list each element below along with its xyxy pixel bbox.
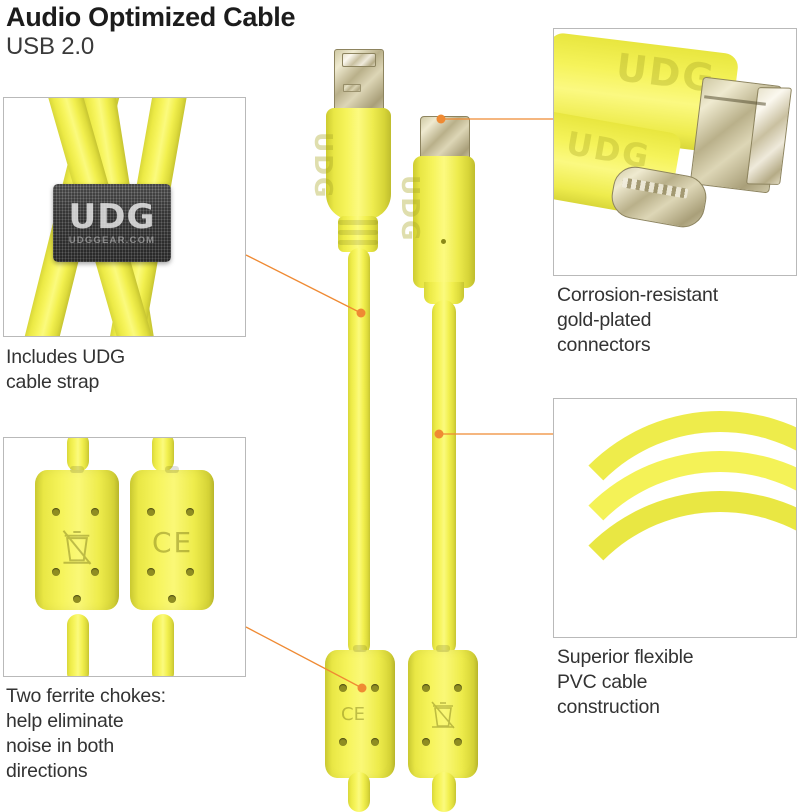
- page-subtitle: USB 2.0: [6, 33, 94, 60]
- ferrite-lead-top-right: [152, 438, 174, 472]
- usb-b-strain-relief-rib-1: [338, 220, 378, 225]
- caption-cable-strap: Includes UDG cable strap: [6, 346, 125, 393]
- panel-ferrite-chokes-image: CE: [4, 438, 245, 676]
- page-title: Audio Optimized Cable: [6, 2, 296, 32]
- cable-strand-left: [348, 248, 370, 656]
- choke-hole: [339, 738, 347, 746]
- choke-hole: [91, 508, 99, 516]
- choke-hole: [422, 684, 430, 692]
- ferrite-choke-detail-right: CE: [130, 466, 214, 610]
- choke-hole: [454, 684, 462, 692]
- choke-hole: [371, 684, 379, 692]
- choke-hole: [186, 568, 194, 576]
- panel-connectors-image: UDG UDG: [554, 29, 796, 275]
- velcro-strap: UDG UDGGEAR.COM: [53, 184, 171, 262]
- panel-coiled-cable-image: [554, 399, 796, 637]
- usb-b-udg-emboss: UDG: [309, 132, 338, 200]
- choke-hole: [91, 568, 99, 576]
- usb-b-metal-tab: [343, 84, 361, 92]
- center-product-photo: UDG CE UDG: [250, 20, 550, 812]
- usb-b-neck: [338, 216, 378, 252]
- panel-cable-strap: UDG UDGGEAR.COM: [3, 97, 246, 337]
- usb-b-plug-housing: [326, 108, 391, 220]
- leader-dot-coil: [434, 429, 444, 439]
- choke-hole: [339, 684, 347, 692]
- panel-coiled-cable: [553, 398, 797, 638]
- usb-b-metal-notch: [342, 53, 376, 67]
- choke-hole: [371, 738, 379, 746]
- choke-hole: [147, 508, 155, 516]
- ferrite-choke-detail-left: [35, 466, 119, 610]
- cable-strand-left-lower: [348, 772, 370, 812]
- choke-hole-bottom: [73, 595, 81, 603]
- strap-udg-logo: UDG: [68, 197, 156, 237]
- caption-coiled-cable: Superior flexible PVC cable construction: [557, 646, 694, 718]
- usb-b-strain-relief-rib-2: [338, 230, 378, 235]
- ferrite-lead-bottom-left: [67, 614, 89, 676]
- leader-dot-connectors: [436, 114, 446, 124]
- header: Audio Optimized Cable USB 2.0: [6, 0, 526, 60]
- caption-ferrite-chokes: Two ferrite chokes: help eliminate noise…: [6, 685, 166, 782]
- ferrite-lead-bottom-right: [152, 614, 174, 676]
- choke-hole: [422, 738, 430, 746]
- choke-hole: [454, 738, 462, 746]
- usb-c-udg-emboss: UDG: [396, 175, 425, 243]
- panel-ferrite-chokes: CE: [3, 437, 246, 677]
- cable-strand-right-lower: [432, 772, 456, 812]
- choke-hole: [52, 508, 60, 516]
- leader-dot-strap: [356, 308, 366, 318]
- usb-c-neck: [424, 282, 464, 304]
- caption-connectors: Corrosion-resistant gold-plated connecto…: [557, 284, 718, 356]
- panel-connectors: UDG UDG: [553, 28, 797, 276]
- usb-c-plug-housing: [413, 156, 475, 288]
- choke-nub-top: [165, 466, 179, 473]
- choke-nub-top: [436, 645, 450, 652]
- strap-url-text: UDGGEAR.COM: [68, 235, 156, 246]
- ferrite-lead-top-left: [67, 438, 89, 472]
- weee-bin-icon: [62, 530, 92, 565]
- ce-mark-icon: CE: [341, 704, 365, 725]
- ferrite-choke-left: CE: [325, 645, 395, 778]
- weee-bin-icon: [431, 701, 455, 729]
- choke-hole: [147, 568, 155, 576]
- usb-c-pinhole: [441, 239, 446, 244]
- choke-hole: [52, 568, 60, 576]
- ce-mark-icon: CE: [152, 526, 194, 559]
- leader-dot-ferrite: [357, 683, 367, 693]
- choke-hole-bottom: [168, 595, 176, 603]
- choke-hole: [186, 508, 194, 516]
- cable-strand-right: [432, 300, 456, 656]
- choke-nub-top: [353, 645, 367, 652]
- usb-b-strain-relief-rib-3: [338, 240, 378, 245]
- panel-cable-strap-image: UDG UDGGEAR.COM: [4, 98, 245, 336]
- choke-nub-top: [70, 466, 84, 473]
- ferrite-choke-right: [408, 645, 478, 778]
